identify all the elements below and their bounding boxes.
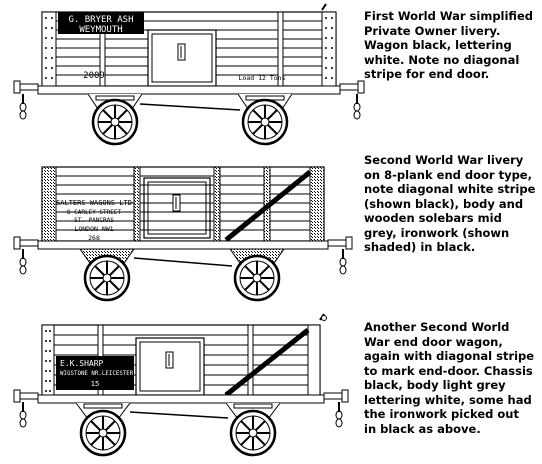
caption-line: black, body light grey <box>364 378 506 392</box>
wagon-2: SALTERS WAGONS LTD 8 CARLEY STREET ST. P… <box>13 166 353 302</box>
wagon-2-owner-line-3: ST. PANCRAS <box>74 217 114 224</box>
wagon-3: E.K.SHARP WIGSTONE NR.LEICESTER 15 <box>13 313 349 457</box>
caption-wagon-3: Another Second World War end door wagon,… <box>364 320 540 436</box>
wagon-1-wheel-right <box>241 98 289 146</box>
caption-line: on 8-plank end door type, <box>364 167 532 182</box>
wagon-2-number: 268 <box>88 234 100 242</box>
caption-line: lettering white, some had <box>364 392 532 407</box>
wagon-2-owner-line-2: 8 CARLEY STREET <box>67 209 122 216</box>
caption-line: (shown black), body and <box>364 196 524 211</box>
wagon-3-owner-line-1: E.K.SHARP <box>60 359 104 368</box>
wagon-2-wheel-right <box>233 254 281 302</box>
caption-line: grey, ironwork (shown <box>364 225 510 240</box>
caption-line: wooden solebars mid <box>364 211 502 225</box>
caption-line: white. Note no diagonal <box>364 52 520 67</box>
caption-line: in black as above. <box>364 421 481 436</box>
wagon-3-wheel-left <box>79 409 127 457</box>
wagon-1: G. BRYER ASH WEYMOUTH 2009 Load 12 Tons <box>13 3 365 146</box>
caption-line: note diagonal white stripe <box>364 182 536 196</box>
wagon-2-owner-line-4: LONDON NW1 <box>74 225 113 233</box>
caption-line: Wagon black, lettering <box>364 38 512 52</box>
caption-line: the ironwork picked out <box>364 407 519 421</box>
wagon-1-load-mark: Load 12 Tons <box>239 74 286 82</box>
caption-line: to mark end-door. Chassis <box>364 363 533 378</box>
caption-line: again with diagonal stripe <box>364 349 535 363</box>
wagon-3-owner-line-2: WIGSTONE NR.LEICESTER <box>60 371 134 377</box>
caption-wagon-2: Second World War livery on 8-plank end d… <box>364 153 540 255</box>
wagon-1-wheel-left <box>91 98 139 146</box>
caption-line: shaded) in black. <box>364 240 476 254</box>
wagon-1-owner-line-1: G. BRYER ASH <box>68 15 133 25</box>
wagon-2-owner-line-1: SALTERS WAGONS LTD <box>56 199 132 207</box>
caption-line: Private Owner livery. <box>364 23 501 38</box>
caption-line: First World War simplified <box>364 9 533 23</box>
wagon-1-number: 2009 <box>83 71 105 81</box>
caption-line: stripe for end door. <box>364 67 490 81</box>
wagon-3-number: 15 <box>91 380 99 388</box>
caption-line: Second World War livery <box>364 153 524 167</box>
caption-line: War end door wagon, <box>364 334 503 349</box>
wagon-2-wheel-left <box>83 254 131 302</box>
caption-line: Another Second World <box>364 320 510 334</box>
wagon-3-wheel-right <box>229 409 277 457</box>
wagon-1-owner-line-2: WEYMOUTH <box>79 25 122 35</box>
caption-wagon-1: First World War simplified Private Owner… <box>364 9 540 82</box>
